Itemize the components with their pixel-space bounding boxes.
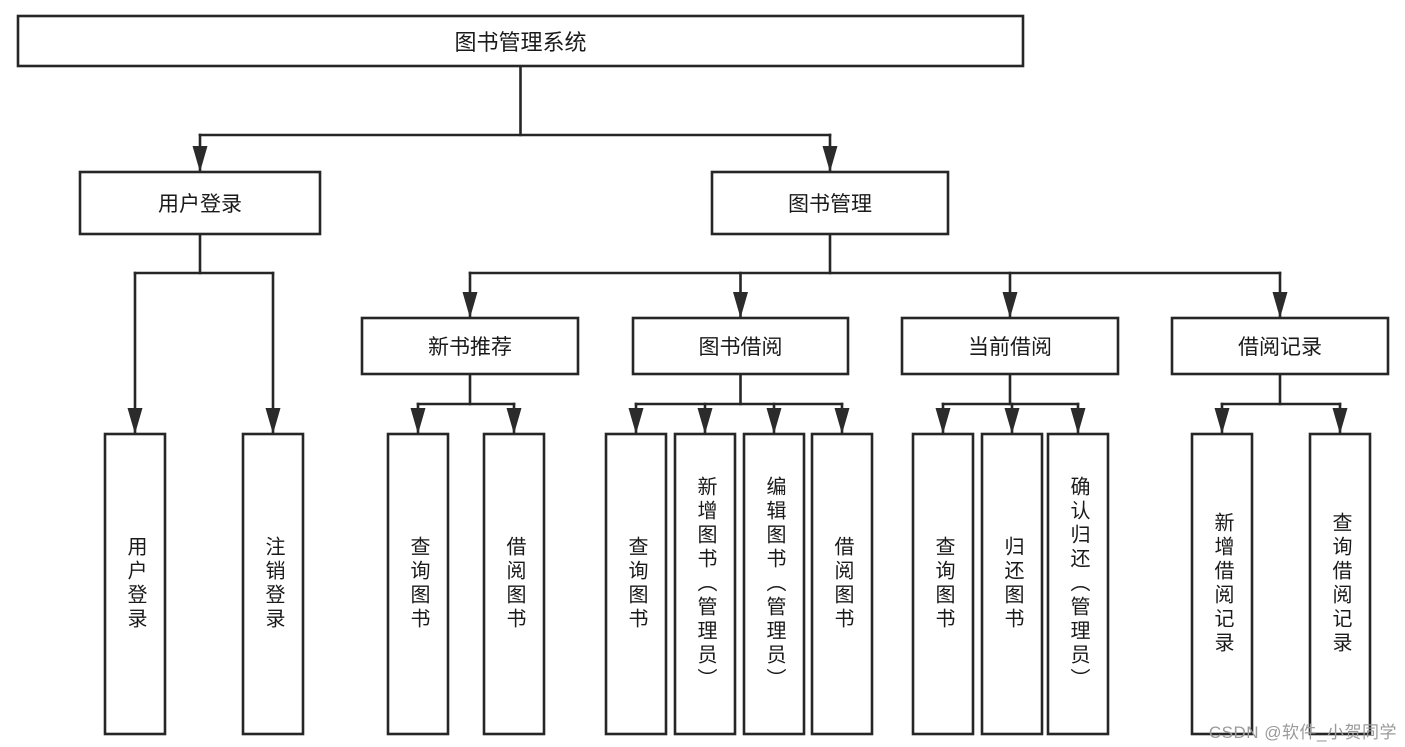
connectors-layer — [127, 64, 1348, 436]
arrow-head-icon-leaf-return-book — [1004, 408, 1020, 434]
node-box-leaf-query-borrow-record[interactable] — [1308, 432, 1372, 736]
arrow-head-icon-leaf-logout — [265, 408, 281, 434]
arrow-head-icon-leaf-borrow-book-recommend — [506, 408, 522, 434]
arrow-head-icon-user-login — [192, 146, 208, 172]
arrow-head-icon-leaf-query-book-current — [935, 408, 951, 434]
arrow-head-icon-leaf-add-borrow-record — [1214, 408, 1230, 434]
node-box-root[interactable] — [16, 14, 1025, 68]
node-box-leaf-edit-book[interactable] — [742, 432, 806, 736]
arrow-head-icon-book-borrow — [733, 292, 748, 318]
node-box-leaf-query-book-current[interactable] — [911, 432, 975, 736]
arrow-head-icon-leaf-confirm-return — [1070, 408, 1086, 434]
node-box-user-login[interactable] — [78, 170, 322, 236]
node-box-leaf-query-book-recommend[interactable] — [386, 432, 450, 736]
arrow-head-icon-current-borrow — [1002, 292, 1018, 318]
node-box-leaf-borrow-book[interactable] — [810, 432, 874, 736]
boxes-layer — [16, 14, 1390, 736]
arrow-head-icon-new-book-recommend — [462, 292, 478, 318]
arrow-head-icon-leaf-user-login — [127, 408, 143, 434]
arrow-head-icon-leaf-query-book-borrow — [628, 408, 644, 434]
node-box-current-borrow[interactable] — [900, 316, 1120, 376]
arrow-head-icon-leaf-edit-book — [766, 408, 782, 434]
arrow-head-icon-leaf-borrow-book — [834, 408, 850, 434]
node-box-leaf-logout[interactable] — [241, 432, 305, 736]
arrow-head-icon-borrow-record — [1272, 292, 1288, 318]
node-box-leaf-borrow-book-recommend[interactable] — [482, 432, 546, 736]
node-box-leaf-confirm-return[interactable] — [1046, 432, 1110, 736]
arrow-head-icon-leaf-query-borrow-record — [1332, 408, 1348, 434]
arrow-head-icon-leaf-query-book-recommend — [410, 408, 426, 434]
node-box-leaf-query-book-borrow[interactable] — [604, 432, 668, 736]
node-box-book-borrow[interactable] — [631, 316, 850, 376]
node-box-leaf-add-borrow-record[interactable] — [1190, 432, 1254, 736]
node-box-book-management[interactable] — [710, 170, 950, 236]
node-box-borrow-record[interactable] — [1170, 316, 1390, 376]
node-box-leaf-user-login[interactable] — [103, 432, 167, 736]
node-box-leaf-return-book[interactable] — [980, 432, 1044, 736]
node-box-new-book-recommend[interactable] — [360, 316, 580, 376]
arrow-head-icon-leaf-add-book — [697, 408, 713, 434]
arrow-head-icon-book-management — [822, 146, 838, 172]
node-box-leaf-add-book[interactable] — [673, 432, 737, 736]
